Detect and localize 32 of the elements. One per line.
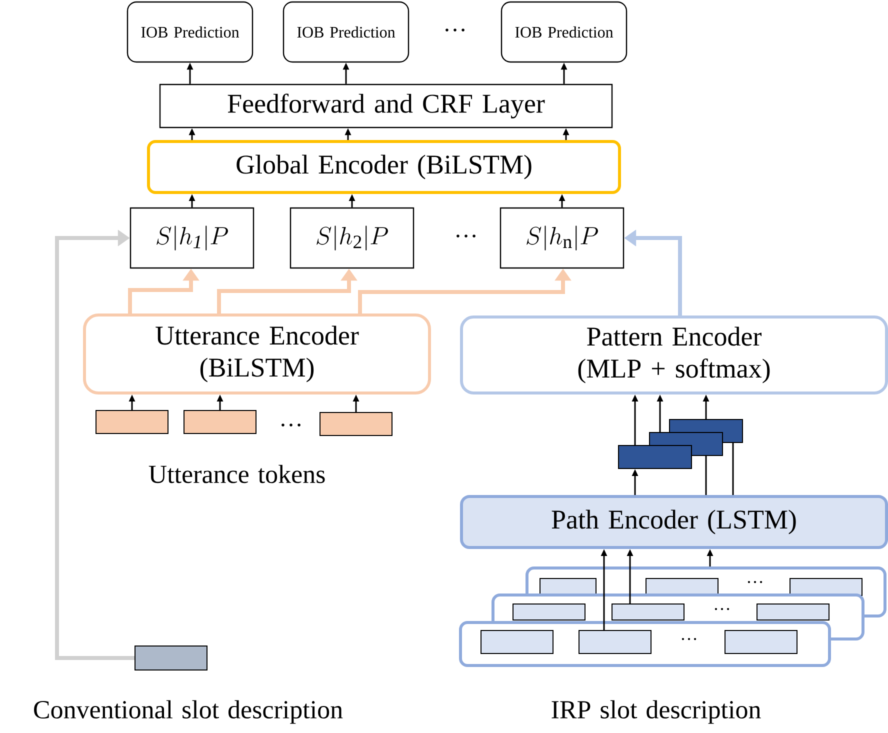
encoder-box: Pattern Encoder (MLP + softmax) [460, 316, 888, 394]
ellipsis: … [456, 234, 476, 238]
layer-box: Feedforward and CRF Layer [159, 84, 613, 128]
token-box [320, 412, 392, 436]
prediction-box: IOB Prediction [126, 1, 254, 63]
arrow [55, 230, 134, 660]
path-cell [756, 604, 830, 620]
vector-box: $S|h_{\mathrm{2}}|P$ [290, 207, 414, 269]
vector-box: $S|h_{\mathit{1}}|P$ [130, 207, 254, 269]
vector-box: $S|h_{\mathrm{n}}|P$ [500, 207, 624, 269]
path-cell [724, 630, 798, 654]
ellipsis: … [714, 608, 730, 610]
encoder-box: Path Encoder (LSTM) [460, 495, 888, 549]
ellipsis: … [282, 424, 300, 426]
encoder-box: Global Encoder (BiLSTM) [147, 140, 621, 194]
path-cell [480, 630, 554, 654]
path-cell [512, 604, 586, 620]
token-box [96, 410, 168, 434]
token-box [184, 410, 256, 434]
vector-box [618, 445, 692, 469]
ellipsis: … [748, 580, 762, 584]
ellipsis: … [446, 28, 464, 32]
caption-text: Conventional slot description [34, 700, 343, 724]
slot-box [134, 646, 208, 670]
prediction-box: IOB Prediction [282, 1, 410, 63]
path-cell [612, 604, 684, 620]
path-cell [578, 630, 652, 654]
encoder-box: Utterance Encoder (BiLSTM) [83, 314, 431, 394]
ellipsis: … [682, 638, 696, 640]
prediction-box: IOB Prediction [500, 1, 628, 63]
caption-text: IRP slot description [552, 700, 761, 724]
caption-text: Utterance tokens [148, 464, 325, 484]
